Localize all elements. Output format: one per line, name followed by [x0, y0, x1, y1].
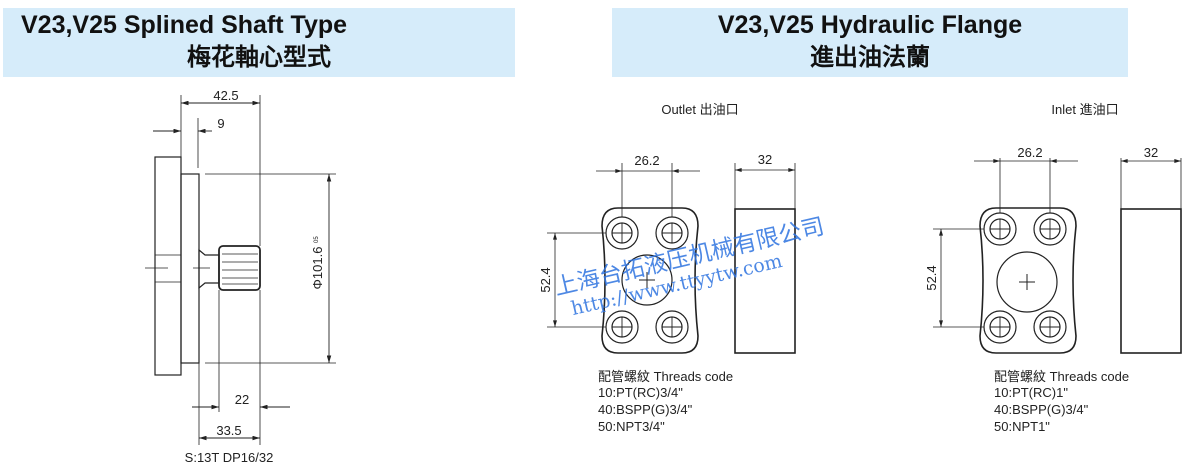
- spline-teeth: [155, 253, 258, 285]
- inlet-thread-code: 50:NPT1": [994, 419, 1050, 434]
- inlet-threads-title: 配管螺紋 Threads code: [994, 369, 1129, 384]
- bolt-holes: [983, 212, 1067, 344]
- outlet-dim-thickness: 32: [758, 152, 772, 167]
- outlet-threads-title: 配管螺紋 Threads code: [598, 369, 733, 384]
- flange-title-zh: 進出油法蘭: [810, 43, 930, 71]
- inlet-flange-body: [979, 207, 1077, 354]
- inlet-thread-code: 40:BSPP(G)3/4": [994, 402, 1089, 417]
- inlet-thread-code: 10:PT(RC)1": [994, 385, 1068, 400]
- outlet-title: Outlet 出油口: [661, 102, 738, 117]
- dim-overall-label: 42.5: [213, 88, 238, 103]
- outlet-port: [621, 254, 673, 306]
- flange-title-en: V23,V25 Hydraulic Flange: [717, 11, 1023, 39]
- outlet-side-view: [734, 208, 796, 354]
- inlet-side-view: [1120, 208, 1182, 354]
- flange-section-header: V23,V25 Hydraulic Flange 進出油法蘭: [612, 8, 1128, 77]
- shaft-title-en: V23,V25 Splined Shaft Type: [21, 11, 348, 39]
- mounting-flange: [154, 156, 182, 376]
- outlet-flange-drawing: Outlet 出油口 26: [538, 102, 796, 434]
- pilot-step: [180, 173, 200, 364]
- spline: [218, 245, 261, 291]
- inlet-flange-drawing: Inlet 進油口 26.: [924, 102, 1182, 434]
- outlet-thread-code: 40:BSPP(G)3/4": [598, 402, 693, 417]
- dim-spline-label: 22: [235, 392, 249, 407]
- outlet-thread-code: 50:NPT3/4": [598, 419, 665, 434]
- shaft-drawing: [145, 95, 336, 445]
- extension-lines: [145, 95, 336, 445]
- outlet-dim-height: 52.4: [538, 267, 553, 292]
- dimension-lines: [153, 100, 332, 441]
- shaft-section-header: V23,V25 Splined Shaft Type 梅花軸心型式: [3, 8, 515, 77]
- spline-spec: S:13T DP16/32: [185, 450, 274, 465]
- inlet-dim-height: 52.4: [924, 265, 939, 290]
- inlet-title: Inlet 進油口: [1051, 102, 1118, 117]
- dim-pilot-tolerance: 05: [314, 236, 320, 243]
- dim-step-label: 9: [217, 116, 224, 131]
- outlet-dim-width: 26.2: [634, 153, 659, 168]
- shaft-neck: [198, 248, 220, 290]
- dim-pilot-label: Φ101.6: [310, 247, 325, 290]
- shaft-title-zh: 梅花軸心型式: [187, 43, 331, 71]
- dim-shaft-label: 33.5: [216, 423, 241, 438]
- inlet-dim-width: 26.2: [1017, 145, 1042, 160]
- outlet-thread-code: 10:PT(RC)3/4": [598, 385, 683, 400]
- inlet-dim-thickness: 32: [1144, 145, 1158, 160]
- inlet-port: [996, 251, 1058, 313]
- outlet-flange-body: [601, 207, 699, 354]
